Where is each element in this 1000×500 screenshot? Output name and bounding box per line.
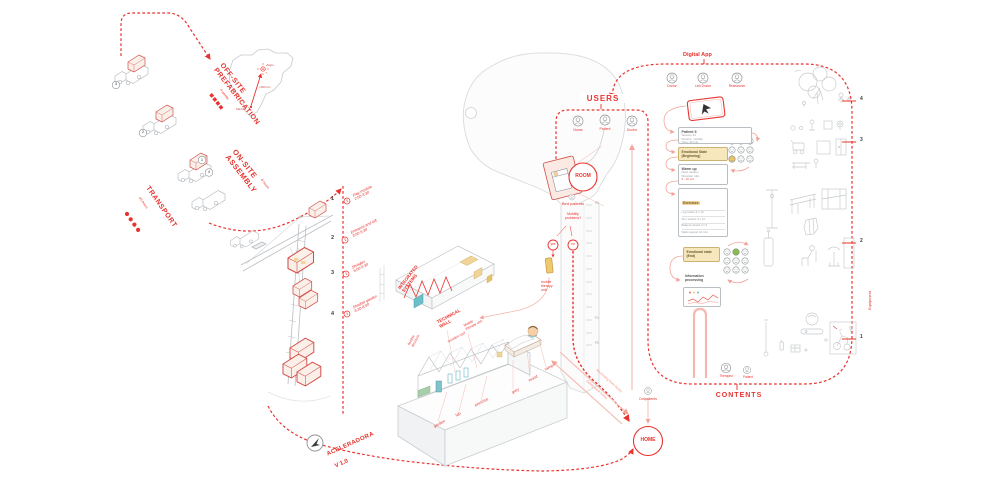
spain-map xyxy=(228,48,294,117)
emotion-grid-begin xyxy=(728,137,754,163)
warmup-card: Warm up Neck rotation Shoulder rolls 5 -… xyxy=(678,164,728,185)
emo-begin-line2: (Beginning) xyxy=(681,153,701,158)
yes-label: yes xyxy=(550,241,556,246)
patient-card-line3: Time: 45 min xyxy=(681,140,699,144)
emotional-end-card: Emotional state (End) xyxy=(683,247,720,262)
patient-card: Patient 5 Session 24 Routine: mobility T… xyxy=(678,127,752,144)
digital-app-title: Digital App xyxy=(681,52,714,59)
users-title: USERS xyxy=(580,94,626,104)
floor-label-p1: P1 xyxy=(595,316,599,320)
bed-patients-label: Bed patients xyxy=(561,201,585,206)
offsite-route xyxy=(120,12,224,110)
transport-dots xyxy=(124,211,141,232)
step-2-number: 2 xyxy=(331,235,335,241)
info-line1: Information xyxy=(685,274,704,278)
content-tick-4: 4 xyxy=(860,96,863,102)
hospital-tower-drawing xyxy=(462,52,626,394)
warmup-line3: 5 - 10 min xyxy=(681,177,695,182)
crane-drawing xyxy=(230,200,334,402)
patient-bed-drawing xyxy=(504,325,542,358)
results-chart xyxy=(687,291,718,304)
contents-title: CONTENTS xyxy=(702,392,776,401)
transport-route xyxy=(208,188,342,232)
map-factory-label: Gijón xyxy=(267,63,275,67)
aceleradora-logo-icon xyxy=(306,434,324,452)
content-ticks xyxy=(842,100,856,340)
warmup-line2: Shoulder rolls xyxy=(681,173,700,178)
emo-begin-line1: Emotional State xyxy=(681,149,708,154)
tablet-icon xyxy=(686,96,726,122)
digital-app-graphics xyxy=(572,72,761,378)
section-leader-lines xyxy=(437,145,605,422)
results-chart-card xyxy=(683,287,721,307)
content-tick-3: 3 xyxy=(860,137,863,143)
therapist-label: Therapist xyxy=(719,374,733,378)
map-origin-label: Madrid xyxy=(236,107,246,111)
room-label: ROOM xyxy=(575,173,591,179)
patient-card-line2: Routine: mobility xyxy=(681,136,703,141)
user-label-patient: Patient xyxy=(599,127,611,131)
emo-end-line2: (End) xyxy=(686,253,696,258)
step-4-number: 4 xyxy=(331,311,335,317)
users-app-frame xyxy=(555,63,853,385)
outpatients-label: Outpatients xyxy=(639,397,657,401)
patient2-label: Patient xyxy=(743,374,753,379)
no-label: no xyxy=(571,241,575,246)
floor-label-p6: P6 xyxy=(595,201,599,205)
label-ticks xyxy=(600,59,738,390)
unit-line1: mobile xyxy=(541,280,552,284)
contents-people xyxy=(720,362,751,374)
exercises-line3: Balance board 2 x 5 xyxy=(681,222,725,229)
step-3-number: 3 xyxy=(331,270,335,276)
map-distance-label: +600 km xyxy=(259,85,271,89)
truck-tag-2: 2 xyxy=(141,129,145,134)
technical-wall-drawing xyxy=(379,245,495,310)
unit-line3: unit xyxy=(541,288,547,293)
exercises-line4: Walk support 10 min xyxy=(681,229,725,235)
role-label-linkdoctor: Link Doctor xyxy=(694,84,712,88)
info-processing-label: Information processing xyxy=(685,274,704,282)
mobility-question: Mobility problems? xyxy=(551,212,595,220)
unit-line2: therapy xyxy=(541,284,553,289)
equipment-label: Equipment xyxy=(867,290,872,310)
role-label-researcher: Researcher xyxy=(728,84,746,88)
user-label-doctor: Doctor xyxy=(626,128,638,132)
home-flow xyxy=(551,143,664,457)
truck-tag-3: 3 xyxy=(114,81,118,86)
assembly-timeline xyxy=(341,186,351,416)
info-line2: processing xyxy=(685,278,704,283)
equipment-drawings xyxy=(763,66,857,357)
truck-tag-4: 4 xyxy=(207,169,211,174)
floor-label-p0: P0 xyxy=(595,341,599,345)
patient-card-line1: Session 24 xyxy=(681,132,696,137)
content-tick-1: 1 xyxy=(860,334,863,340)
mobility-q2: problems? xyxy=(564,216,582,221)
patient-card-title: Patient 5 xyxy=(681,129,697,134)
warmup-line1: Neck rotation xyxy=(681,169,699,174)
exercises-line1: Leg raises 3 x 10 xyxy=(681,209,725,216)
room-flow xyxy=(479,129,630,422)
emotion-grid-end xyxy=(723,248,749,274)
emotional-begin-card: Emotional State (Beginning) xyxy=(678,147,728,161)
exercises-card: Exercises Leg raises 3 x 10 Arm stretch … xyxy=(678,188,728,237)
mobility-q1: Mobility xyxy=(567,212,579,216)
exercises-line2: Arm stretch 3 x 12 xyxy=(681,216,725,222)
truck-convoy-drawing xyxy=(111,54,226,212)
truck-tag-1: 1 xyxy=(200,156,204,162)
warmup-title: Warm up xyxy=(681,166,697,171)
step-1-number: 1 xyxy=(331,196,335,202)
user-label-nurse: Nurse xyxy=(573,128,583,132)
content-tick-2: 2 xyxy=(860,238,863,244)
home-label: HOME xyxy=(640,437,656,443)
mobile-unit-label: mobile therapy unit xyxy=(541,280,553,292)
role-label-doctor: Doctor xyxy=(667,84,677,88)
connector-pipes xyxy=(692,307,708,378)
exercises-title: Exercises xyxy=(681,200,700,205)
emo-end-line1: Emotional state xyxy=(686,249,712,254)
